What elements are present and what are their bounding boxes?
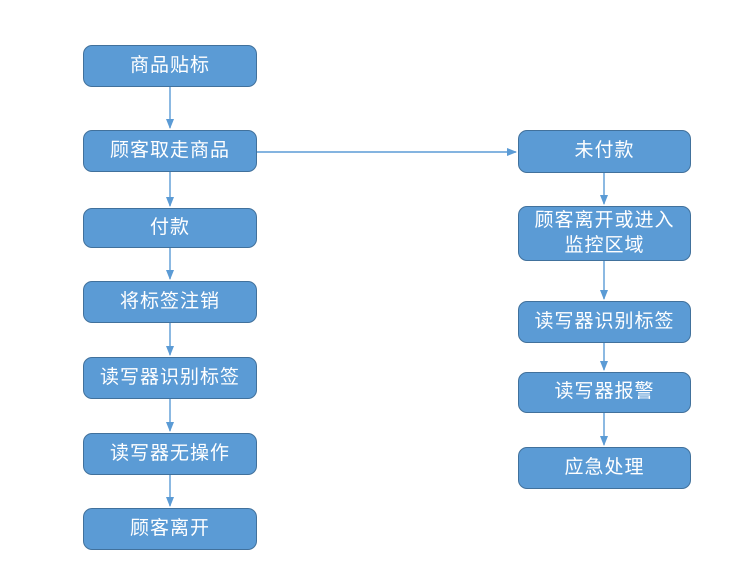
node-label: 读写器识别标签 bbox=[99, 366, 240, 388]
node-payment: 付款 bbox=[83, 208, 257, 248]
node-reader-identifies-tag-2: 读写器识别标签 bbox=[518, 301, 691, 343]
node-label: 将标签注销 bbox=[119, 290, 220, 312]
node-label: 读写器报警 bbox=[554, 381, 655, 403]
node-label: 付款 bbox=[149, 216, 190, 238]
node-label: 商品贴标 bbox=[129, 54, 210, 76]
node-customer-leaves: 顾客离开 bbox=[83, 508, 257, 550]
node-label-line-1: 顾客离开或进入 bbox=[534, 209, 675, 231]
node-reader-identifies-tag: 读写器识别标签 bbox=[83, 357, 257, 399]
node-label: 顾客离开或进入 监控区域 bbox=[534, 209, 674, 258]
node-customer-leaves-or-enters-monitored-area: 顾客离开或进入 监控区域 bbox=[518, 206, 691, 261]
node-unpaid: 未付款 bbox=[518, 130, 691, 173]
node-label: 读写器无操作 bbox=[109, 442, 230, 464]
node-label: 顾客取走商品 bbox=[109, 139, 230, 161]
node-label: 未付款 bbox=[574, 140, 635, 162]
node-label: 读写器识别标签 bbox=[534, 310, 675, 332]
node-reader-alarm: 读写器报警 bbox=[518, 372, 691, 413]
node-deactivate-tag: 将标签注销 bbox=[83, 281, 257, 323]
node-label: 顾客离开 bbox=[129, 517, 210, 539]
node-emergency-handling: 应急处理 bbox=[518, 447, 691, 489]
node-product-labeling: 商品贴标 bbox=[83, 45, 257, 87]
node-customer-takes-product: 顾客取走商品 bbox=[83, 130, 257, 172]
node-label-line-2: 监控区域 bbox=[564, 234, 645, 256]
node-label: 应急处理 bbox=[564, 456, 645, 478]
node-reader-no-operation: 读写器无操作 bbox=[83, 433, 257, 475]
